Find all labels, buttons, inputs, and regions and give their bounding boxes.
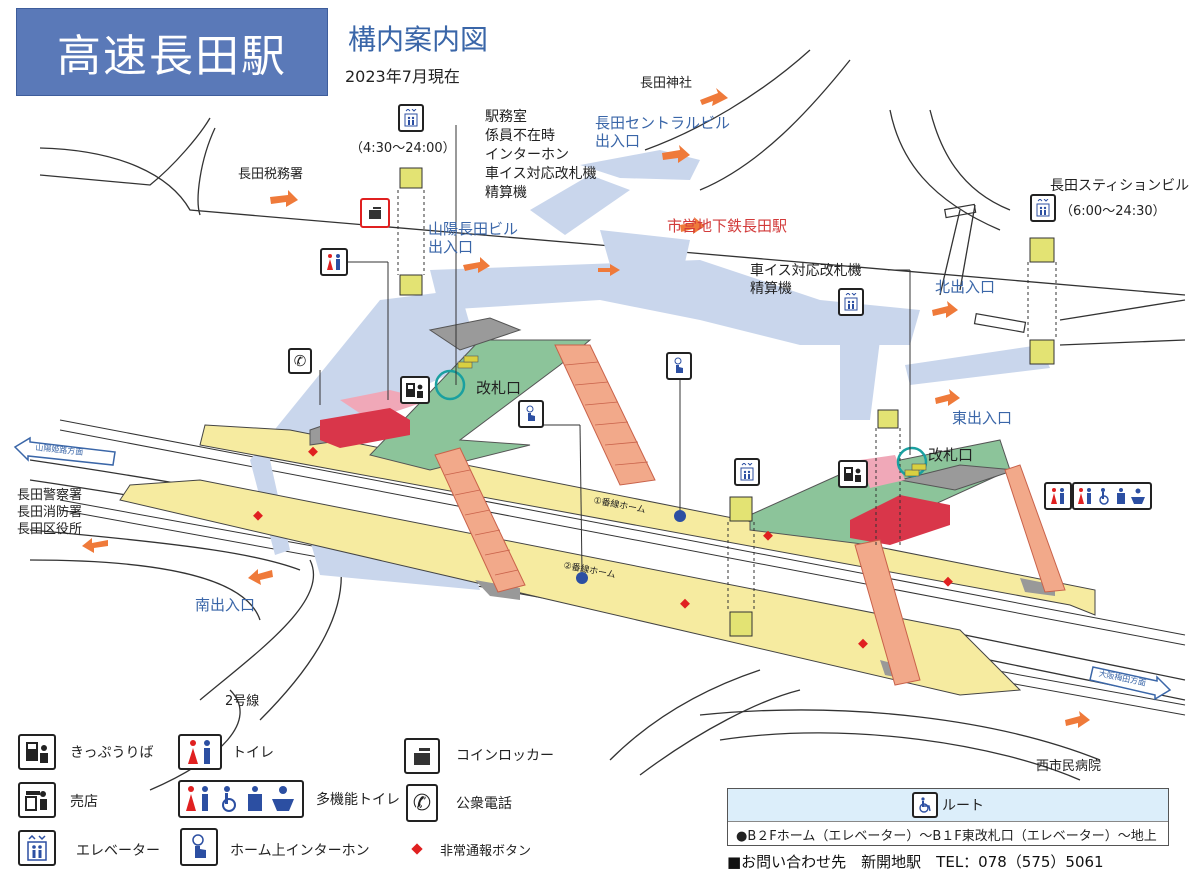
toilet-icon	[178, 734, 222, 770]
label-hospital: 西市民病院	[1036, 759, 1102, 774]
elevator-shafts	[397, 167, 1057, 637]
legend-locker-label: コインロッカー	[456, 748, 554, 764]
concourse	[250, 150, 1050, 590]
map-subtitle: 構内案内図	[348, 23, 489, 56]
toilet-icon	[1044, 482, 1072, 510]
label-route-2: 2号線	[225, 694, 260, 709]
intercom-icon	[666, 352, 692, 380]
station-title: 高速長田駅	[57, 31, 287, 82]
station-title-box: 高速長田駅	[16, 8, 328, 96]
label-station-building: 長田スティションビル	[1050, 178, 1190, 194]
label-west-elevator-hours: （4:30～24:00）	[350, 141, 456, 156]
legend-toilet-label: トイレ	[232, 745, 274, 761]
elevator-icon	[1030, 194, 1056, 222]
label-sanyo-building-exit: 山陽長田ビル 出入口	[428, 220, 519, 256]
ticket-machine-icon	[18, 734, 56, 770]
elevator-icon	[734, 458, 760, 486]
intercom-dots	[576, 510, 686, 584]
stair-steps	[444, 361, 649, 576]
ticket-machine-icon	[838, 460, 868, 488]
multi-purpose-toilet-icon	[178, 780, 304, 818]
label-nagata-shrine: 長田神社	[640, 76, 693, 91]
contact-info: ■お問い合わせ先 新開地駅 TEL：078（575）5061	[727, 853, 1104, 871]
label-south-exit: 南出入口	[195, 596, 256, 614]
legend-shop-label: 売店	[70, 794, 98, 810]
label-tax-office: 長田税務署	[238, 167, 304, 182]
legend-elevator-label: エレベーター	[76, 843, 160, 859]
intercom-icon	[518, 400, 544, 428]
label-east-elevator-hours: （6:00～24:30）	[1060, 204, 1166, 219]
label-east-exit: 東出入口	[952, 409, 1013, 427]
label-central-building-exit: 長田セントラルビル 出入口	[595, 114, 731, 150]
map-date: 2023年7月現在	[345, 67, 460, 86]
label-west-gate: 改札口	[476, 379, 522, 397]
shop-icon	[18, 782, 56, 818]
building-outlines	[944, 203, 1027, 333]
route-heading: ルート	[942, 798, 984, 814]
label-station-office-info: 駅務室 係員不在時 インターホン 車イス対応改札機 精算機	[485, 109, 597, 201]
route-text: ●B２Fホーム（エレベーター）～B１F東改札口（エレベーター）～地上	[736, 829, 1157, 844]
coin-locker-icon	[360, 198, 390, 228]
phone-icon: ✆	[288, 348, 312, 374]
accessible-route-box: ルート ●B２Fホーム（エレベーター）～B１F東改札口（エレベーター）～地上	[727, 788, 1169, 846]
elevator-icon	[398, 104, 424, 132]
multi-purpose-toilet-icon	[1072, 482, 1152, 510]
label-east-gate: 改札口	[928, 446, 974, 464]
ticket-machine-icon	[400, 376, 430, 404]
label-east-wheelchair-gate: 車イス対応改札機 精算機	[750, 263, 862, 297]
label-police-fire-ward: 長田警察署 長田消防署 長田区役所	[17, 488, 83, 537]
phone-icon: ✆	[406, 784, 438, 822]
legend-ticket-label: きっぷうりば	[70, 745, 154, 761]
legend-phone-label: 公衆電話	[456, 796, 512, 812]
legend-intercom-label: ホーム上インターホン	[230, 843, 370, 859]
stairs	[434, 344, 1066, 686]
intercom-icon	[180, 828, 218, 866]
elevator-icon	[838, 288, 864, 316]
exit-arrows	[82, 88, 1090, 728]
label-subway-station: 市営地下鉄長田駅	[667, 217, 788, 235]
emergency-button-icon	[411, 843, 423, 855]
coin-locker-icon	[404, 738, 440, 774]
legend-emergency-label: 非常通報ボタン	[440, 844, 532, 859]
label-north-exit: 北出入口	[935, 278, 996, 296]
emergency-buttons	[253, 446, 953, 649]
route-header: ルート	[728, 789, 1168, 822]
direction-arrows	[13, 436, 1172, 701]
toilet-icon	[320, 248, 348, 276]
elevator-icon	[18, 830, 56, 866]
legend-multi-toilet-label: 多機能トイレ	[316, 792, 400, 808]
gate-stairs	[457, 355, 927, 477]
wheelchair-icon	[912, 792, 938, 818]
leader-lines	[319, 125, 911, 573]
